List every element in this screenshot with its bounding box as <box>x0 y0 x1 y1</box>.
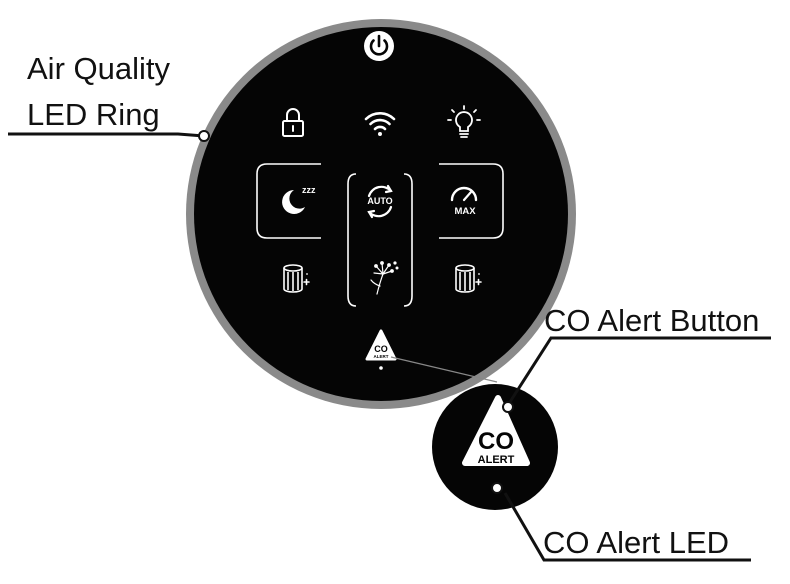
co-alert-button-label: CO Alert Button <box>544 303 760 338</box>
co-alert-zoom-line1: CO <box>478 428 514 455</box>
wifi-icon <box>364 112 396 136</box>
co-alert-zoom-line2: ALERT <box>478 454 515 466</box>
max-button[interactable]: MAX <box>450 186 478 217</box>
dandelion-icon <box>370 261 399 295</box>
center-button-frame <box>347 173 413 307</box>
co-alert-small-line2: ALERT <box>374 354 389 359</box>
leader-dot-ring <box>198 130 210 142</box>
filter-reset-icon <box>455 264 482 293</box>
left-button-frame <box>256 163 321 239</box>
sleep-zzz-label: zzz <box>302 185 316 195</box>
zoom-connector-line <box>390 356 498 383</box>
sleep-moon-icon <box>282 190 305 214</box>
lock-button[interactable] <box>282 108 304 137</box>
co-alert-zoom: CO ALERT <box>432 384 558 510</box>
auto-cycle-icon <box>367 184 393 219</box>
lock-icon <box>282 108 304 137</box>
max-label: MAX <box>454 206 476 217</box>
sleep-button[interactable]: zzz <box>282 185 316 214</box>
leader-dot-co-led <box>491 482 503 494</box>
filter-button[interactable] <box>283 264 310 293</box>
leader-co-led <box>503 492 751 562</box>
co-alert-button-small[interactable]: CO ALERT <box>365 329 397 370</box>
light-bulb-icon <box>447 105 481 138</box>
dandelion-button[interactable] <box>370 261 399 295</box>
power-button[interactable] <box>364 31 394 61</box>
leader-endpoints <box>198 130 514 494</box>
co-alert-triangle-large-icon <box>462 395 530 466</box>
air-quality-label-line1: Air Quality <box>27 51 170 86</box>
co-alert-led-small <box>379 366 383 370</box>
air-quality-label-line2: LED Ring <box>27 97 160 132</box>
auto-label: AUTO <box>367 196 392 206</box>
co-alert-triangle-icon <box>365 329 397 361</box>
filter-reset-button[interactable] <box>455 264 482 293</box>
leader-dot-co-button <box>502 401 514 413</box>
leader-air-quality <box>8 132 205 138</box>
light-button[interactable] <box>447 105 481 138</box>
filter-icon <box>283 264 310 293</box>
co-alert-led-label: CO Alert LED <box>543 525 730 560</box>
max-speedometer-icon <box>450 186 478 202</box>
wifi-button[interactable] <box>364 112 396 136</box>
auto-button[interactable]: AUTO <box>367 184 393 219</box>
right-button-frame <box>439 163 504 239</box>
leader-co-button <box>506 336 771 406</box>
co-alert-small-line1: CO <box>374 344 388 354</box>
leader-lines <box>8 132 771 562</box>
